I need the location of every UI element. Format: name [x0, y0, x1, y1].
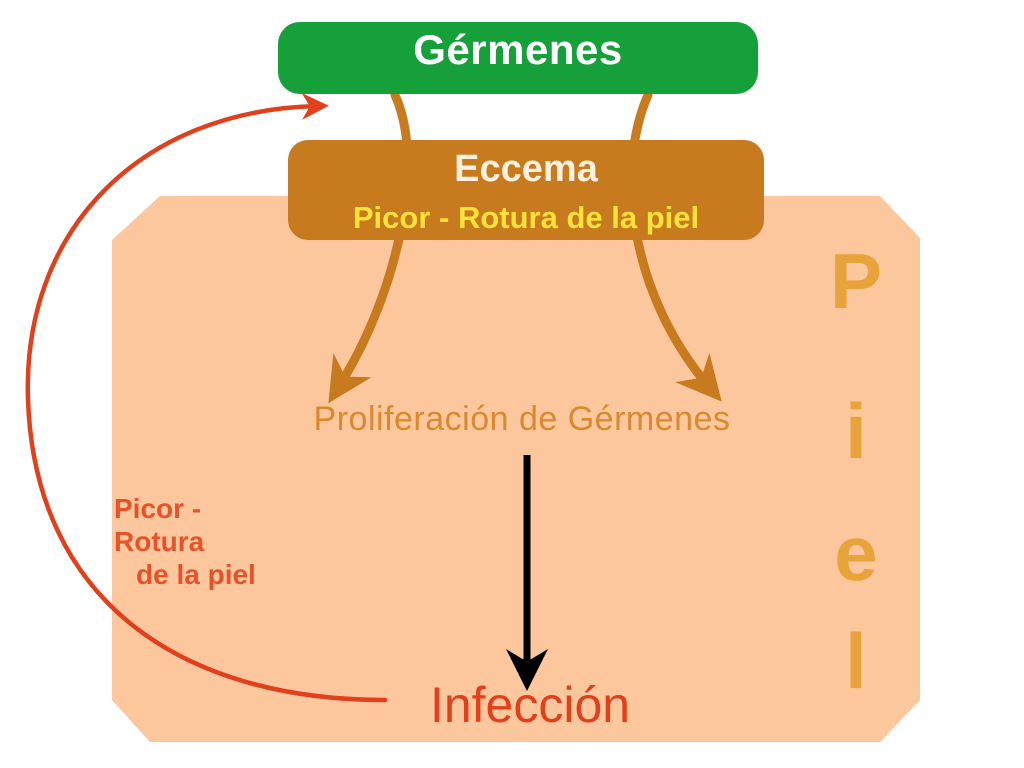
piel-letter-e: e	[834, 509, 878, 597]
eccema-title: Eccema	[454, 148, 598, 190]
eccema-box	[288, 140, 764, 240]
proliferation-label: Proliferación de Gérmenes	[313, 400, 731, 438]
piel-letter-i: i	[845, 387, 867, 475]
feedback-line: Rotura	[114, 526, 205, 558]
feedback-line: Picor -	[114, 493, 202, 524]
piel-letter-l: l	[845, 617, 867, 705]
feedback-line: de la piel	[136, 559, 256, 591]
piel-letter-p: P	[829, 237, 883, 325]
feedback-label: Picor - Rotura de la piel	[114, 492, 314, 591]
feedback-arrow	[25, 92, 388, 703]
eccema-subtitle: Picor - Rotura de la piel	[352, 200, 700, 235]
germenes-box	[278, 22, 758, 94]
skin-area	[112, 196, 920, 742]
germenes-label: Gérmenes	[413, 26, 623, 73]
infection-label: Infección	[429, 677, 631, 733]
